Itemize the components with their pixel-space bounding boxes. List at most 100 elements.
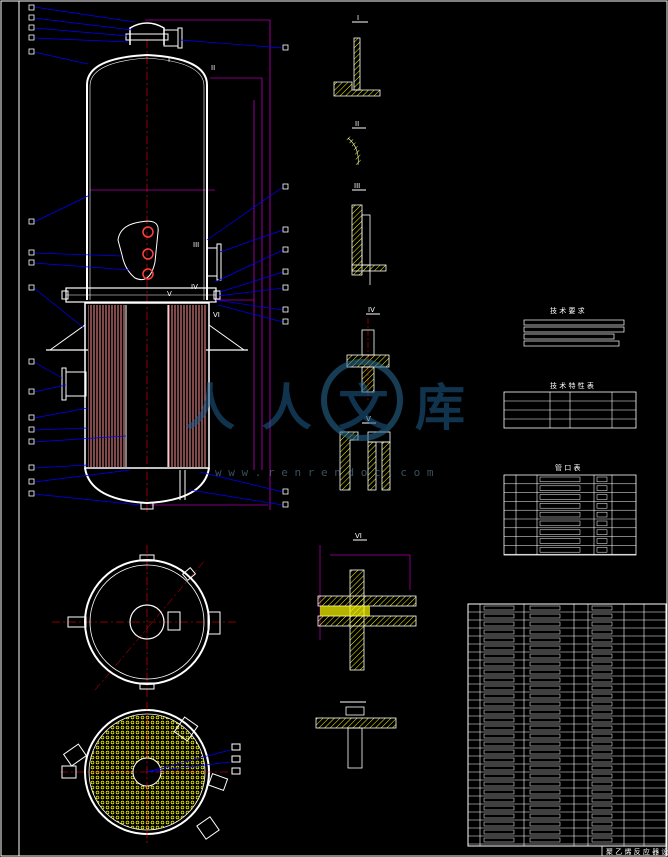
table-cell-text [529,765,561,771]
table-cell-text [596,511,608,518]
svg-text:VI: VI [355,532,362,540]
table-cell-text [539,511,581,518]
marker-s3: III [193,241,199,249]
title-block: 聚 乙 烯 反 应 器 设 计 [601,845,668,857]
nozzle-table: 管 口 表 [503,463,637,556]
table-cell-text [591,621,613,627]
table-cell-text [591,645,613,651]
table-cell-text [483,781,515,787]
table-cell-text [529,605,561,611]
table-cell-text [529,709,561,715]
table-cell-text [596,494,608,500]
detail-s3: III [351,182,387,285]
table-cell-text [591,661,613,667]
table-cell-text [483,829,515,835]
reactor-elevation-view: I II III IV V VI [28,4,289,515]
table-cell-text [539,494,581,500]
table-cell-text [596,476,608,483]
table-cell-text [529,773,561,779]
table-cell-text [483,605,515,611]
table-cell-text [483,637,515,643]
table-cell-text [483,669,515,675]
table-cell-text [483,733,515,739]
table-cell-text [539,476,581,483]
table-cell-text [591,613,613,619]
watermark-url: w w w . r e n r e n d o c . c o m [215,466,434,479]
table-cell-text [529,701,561,707]
table-cell-text [483,813,515,819]
top-plan-view [52,545,238,700]
drawing-title: 聚 乙 烯 反 应 器 设 计 [606,847,668,856]
table-cell-text [529,837,561,843]
table-cell-text [539,485,581,491]
table-cell-text [529,693,561,699]
table-cell-text [591,789,613,795]
table-cell-text [591,653,613,659]
table-cell-text [596,520,608,527]
table-cell-text [591,837,613,843]
table-cell-text [591,693,613,699]
svg-text:IV: IV [368,306,375,314]
table-cell-text [591,701,613,707]
table-cell-text [483,797,515,803]
table-cell-text [483,613,515,619]
table-cell-text [483,789,515,795]
table-cell-text [591,717,613,723]
svg-text:III: III [354,182,360,190]
table-cell-text [591,629,613,635]
table-cell-text [529,797,561,803]
marker-s6: VI [213,311,220,319]
table-cell-text [539,520,581,527]
table-cell-text [529,717,561,723]
table-cell-text [591,685,613,691]
table-cell-text [539,529,581,535]
table-cell-text [529,805,561,811]
technical-characteristics-table: 技 术 特 性 表 [503,381,637,429]
table-cell-text [529,629,561,635]
bottom-plan-view [60,702,241,845]
table-cell-text [483,765,515,771]
table-cell-text [591,741,613,747]
table-cell-text [483,645,515,651]
table-cell-text [529,829,561,835]
parts-list-table [467,603,667,847]
table-cell-text [483,661,515,667]
table-cell-text [529,637,561,643]
table-cell-text [596,538,608,544]
table-cell-text [529,621,561,627]
table-cell-text [529,757,561,763]
detail-s1: I [333,14,381,97]
table-cell-text [483,709,515,715]
marker-s4: IV [191,283,198,291]
table-cell-text [483,757,515,763]
table-cell-text [591,781,613,787]
table-cell-text [529,677,561,683]
table-cell-text [529,685,561,691]
table-cell-text [483,837,515,843]
table-cell-text [591,821,613,827]
table-cell-text [483,685,515,691]
table-cell-text [539,503,581,509]
table-cell-text [591,669,613,675]
table-cell-text [596,529,608,535]
table-cell-text [483,725,515,731]
table-cell-text [483,621,515,627]
table-cell-text [529,613,561,619]
technical-requirements-block: 技 术 要 求 [523,306,625,347]
marker-s1: I [168,56,170,64]
table-cell-text [529,669,561,675]
nozzle-table-title: 管 口 表 [555,463,580,472]
table-cell-text [483,741,515,747]
table-cell-text [591,797,613,803]
table-cell-text [529,661,561,667]
technical-characteristics-title: 技 术 特 性 表 [550,381,594,390]
table-cell-text [483,693,515,699]
svg-text:II: II [355,120,359,128]
table-cell-text [596,547,608,553]
table-cell-text [591,773,613,779]
table-cell-text [483,629,515,635]
table-cell-text [529,789,561,795]
detail-s5: V [339,415,391,491]
detail-s2: II [346,120,366,166]
